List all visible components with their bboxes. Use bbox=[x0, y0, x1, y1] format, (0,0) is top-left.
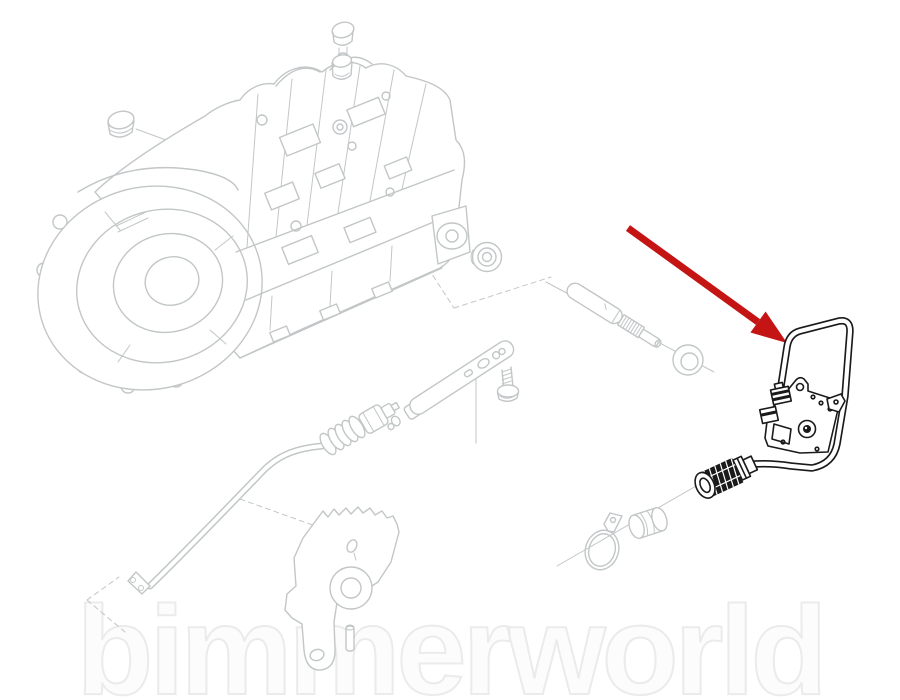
locating-pin bbox=[345, 624, 355, 652]
oil-plug bbox=[107, 110, 135, 138]
shaft-seal-ring bbox=[672, 344, 704, 376]
gear-selector-rod bbox=[127, 401, 400, 595]
output-boss bbox=[431, 205, 471, 265]
case-bosses bbox=[256, 91, 413, 343]
bell-housing bbox=[36, 166, 263, 394]
gear-position-switch bbox=[694, 316, 854, 499]
switch-connector bbox=[694, 455, 759, 499]
watermark-text: bimmerworld bbox=[75, 580, 828, 700]
selector-shaft bbox=[566, 282, 662, 348]
highlight-arrow bbox=[625, 225, 787, 343]
round-plug bbox=[470, 241, 503, 273]
switch-fittings bbox=[758, 381, 793, 425]
selector-lever bbox=[387, 340, 515, 431]
switch-cable-loop bbox=[750, 316, 854, 472]
lever-bolt bbox=[496, 366, 520, 402]
sealing-cap bbox=[331, 54, 353, 80]
transmission-housing-drawing bbox=[36, 56, 471, 394]
breather-bolt bbox=[331, 21, 355, 60]
cable-clamp bbox=[584, 512, 623, 571]
blind-plug bbox=[628, 506, 668, 540]
case-ribs bbox=[235, 56, 455, 359]
rod-boot bbox=[319, 401, 400, 456]
detent-plate bbox=[284, 506, 400, 671]
